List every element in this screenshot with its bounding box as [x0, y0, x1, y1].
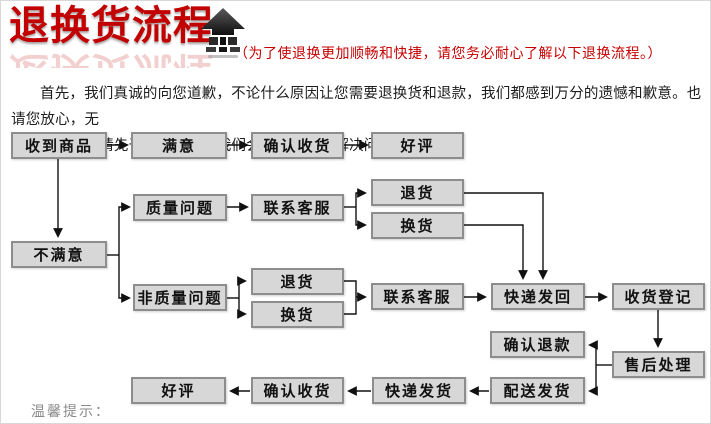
connector-return2-exchange2-merge: [344, 280, 357, 315]
connector-contact1-to-exchange: [355, 207, 367, 230]
flow-node-dispatch-shipment: 配送发货: [490, 377, 585, 404]
page-subtitle: （为了使退换更加顺畅和快捷，请您务必耐心了解以下退换流程。）: [234, 45, 662, 61]
flow-node-return-goods-quality: 退货: [371, 179, 464, 206]
connector-aftersale-to-dispatch: [588, 365, 598, 396]
flow-node-courier-dispatch: 快递发货: [372, 377, 466, 404]
flow-node-unsatisfied: 不满意: [11, 241, 107, 268]
intro-line-2: 论什么问题，请先于我们沟通，我们会尽最大努力解决问题：）: [11, 133, 707, 159]
flow-node-non-quality-issue: 非质量问题: [133, 284, 227, 311]
connector-aftersale-to-refund: [588, 340, 598, 365]
flow-node-contact-service-quality: 联系客服: [251, 194, 344, 221]
flow-node-exchange-goods-quality: 换货: [371, 212, 464, 239]
warm-tip-label: 温馨提示：: [31, 403, 111, 419]
flow-node-exchange-goods-nonquality: 换货: [251, 301, 344, 328]
flow-node-receive-goods: 收到商品: [11, 132, 107, 159]
connector-exchange1-to-courier-return: [464, 224, 528, 280]
home-up-arrow-icon: [198, 7, 248, 68]
intro-line-1: 首先，我们真诚的向您道歉，不论什么原因让您需要退换货和退款，我们都感到万分的遗憾…: [11, 86, 702, 128]
flow-node-aftersale-process: 售后处理: [612, 351, 705, 378]
flow-node-quality-issue: 质量问题: [133, 194, 227, 221]
connector-contact1-to-return: [355, 188, 367, 207]
flow-node-satisfied: 满意: [131, 132, 227, 159]
flow-node-courier-return: 快递发回: [491, 283, 585, 310]
intro-paragraph: 首先，我们真诚的向您道歉，不论什么原因让您需要退换货和退款，我们都感到万分的遗憾…: [11, 81, 707, 159]
connector-unsatisfied-to-quality: [118, 202, 131, 255]
flow-node-confirm-refund: 确认退款: [490, 331, 585, 358]
connector-nonquality-to-return2: [237, 276, 247, 298]
flow-node-praise-top: 好评: [371, 132, 464, 159]
page-title: 退换货流程: [9, 4, 214, 48]
connector-nonquality-to-exchange2: [237, 298, 247, 319]
connector-unsatisfied-to-nonquality: [118, 255, 131, 303]
flow-node-contact-service-nonquality: 联系客服: [371, 283, 464, 310]
connector-return1-to-courier-return: [464, 192, 548, 280]
flow-node-return-goods-nonquality: 退货: [251, 268, 344, 295]
flow-node-praise-bottom: 好评: [131, 377, 226, 404]
flow-node-confirm-receipt-top: 确认收货: [251, 132, 344, 159]
flow-node-receipt-register: 收货登记: [612, 283, 705, 310]
flow-node-confirm-receipt-bottom: 确认收货: [251, 377, 344, 404]
